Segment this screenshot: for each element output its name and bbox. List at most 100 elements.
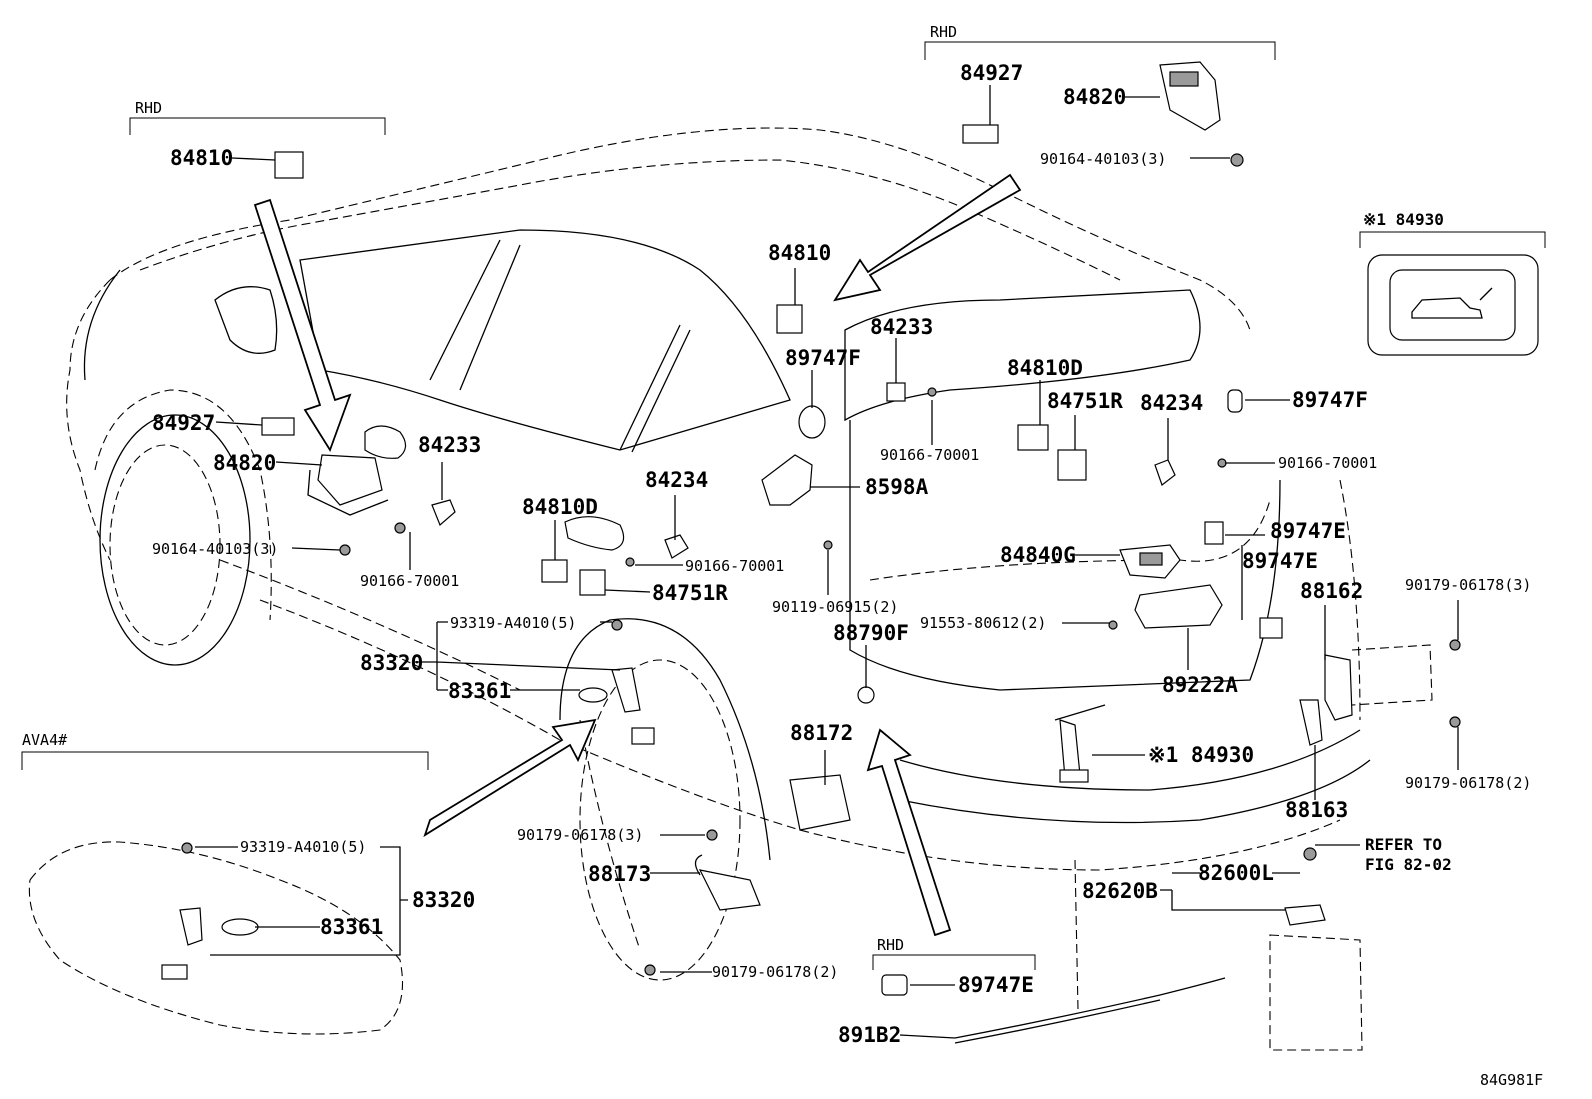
label-89222A: 89222A (1162, 673, 1238, 697)
label-88162: 88162 (1300, 579, 1363, 603)
label-84751R-b: 84751R (652, 581, 728, 605)
label-90179-m2: 90179-06178(2) (712, 963, 838, 981)
label-89747F-a: 89747F (785, 346, 861, 370)
label-82600L: 82600L (1198, 861, 1274, 885)
door-handle-middle (564, 516, 625, 551)
connector-84927-left (261, 417, 295, 436)
label-83320-a: 83320 (360, 651, 423, 675)
label-rhd-top: RHD (930, 23, 957, 41)
grommet-83361-a (578, 687, 608, 703)
grommet-83361-b (221, 918, 259, 936)
label-84840G: 84840G (1000, 543, 1076, 567)
label-90166-a: 90166-70001 (880, 446, 979, 464)
label-891B2: 891B2 (838, 1023, 901, 1047)
switch-84751R-b (579, 569, 606, 596)
connector-84927-top (962, 124, 999, 144)
bracket-82620B (1284, 904, 1326, 926)
cable-891B2 (954, 977, 1226, 1039)
label-90179-m1: 90179-06178(3) (517, 826, 643, 844)
nut-82600L (1303, 847, 1317, 861)
car-body-outline (66, 127, 1371, 981)
label-rhd-left: RHD (135, 99, 162, 117)
clip-89747E-a (1204, 521, 1224, 545)
label-84234-a: 84234 (1140, 391, 1203, 415)
label-90164-top: 90164-40103(3) (1040, 150, 1166, 168)
clip-89747E-c (881, 974, 908, 996)
section-brackets (21, 41, 1546, 970)
label-82620B: 82620B (1082, 879, 1158, 903)
label-refer-fig: FIG 82-02 (1365, 855, 1452, 874)
label-90166-c: 90166-70001 (360, 572, 459, 590)
sensor-88162 (1324, 654, 1353, 721)
label-84810D-b: 84810D (522, 495, 598, 519)
arrow-roof (833, 173, 1022, 302)
part-labels: RHD RHD RHD AVA4# 84927 84820 90164-4010… (22, 23, 1543, 1089)
arrow-left-door (253, 198, 352, 453)
label-83320-b: 83320 (412, 888, 475, 912)
switch-84810D-b (541, 559, 568, 583)
label-90166-b: 90166-70001 (1278, 454, 1377, 472)
switch-84810-left (274, 151, 304, 179)
label-89747E-b: 89747E (1242, 549, 1318, 573)
label-84233-b: 84233 (418, 433, 481, 457)
label-84930-box: ※1 84930 (1363, 210, 1444, 229)
label-84810-left: 84810 (170, 146, 233, 170)
bracket-8598A (761, 454, 813, 506)
label-84810D-a: 84810D (1007, 356, 1083, 380)
label-89747F-b: 89747F (1292, 388, 1368, 412)
label-89747E-a: 89747E (1270, 519, 1346, 543)
label-90119: 90119-06915(2) (772, 598, 898, 616)
label-ava4: AVA4# (22, 731, 67, 749)
label-84927-left: 84927 (152, 411, 215, 435)
label-84820-top: 84820 (1063, 85, 1126, 109)
door-handle-left (364, 425, 407, 459)
switch-84751R-a (1057, 449, 1087, 481)
switch-84820-left (317, 454, 383, 506)
label-83361-a: 83361 (448, 679, 511, 703)
label-88173: 88173 (588, 862, 651, 886)
clip-89747F-a (798, 405, 826, 439)
label-90164-left: 90164-40103(3) (152, 540, 278, 558)
bracket-88173 (698, 869, 761, 911)
switch-84810D-a (1017, 424, 1049, 451)
label-84233-a: 84233 (870, 315, 933, 339)
leader-lines (195, 85, 1459, 1039)
clip-84233-a (886, 382, 906, 402)
part-icons (28, 61, 1539, 1051)
module-89222A (1134, 584, 1223, 629)
clip-84234-a (1154, 459, 1176, 486)
switch-84930-button (1389, 269, 1516, 341)
label-84234-b: 84234 (645, 468, 708, 492)
arrow-bumper (866, 728, 952, 937)
label-93319-b: 93319-A4010(5) (240, 838, 366, 856)
sensor-88163 (1299, 699, 1323, 746)
label-89747E-c: 89747E (958, 973, 1034, 997)
label-88172: 88172 (790, 721, 853, 745)
label-84820-left: 84820 (213, 451, 276, 475)
clip-88790F (857, 686, 875, 704)
label-rhd-bottom: RHD (877, 936, 904, 954)
label-84810-mid: 84810 (768, 241, 831, 265)
label-91553: 91553-80612(2) (920, 614, 1046, 632)
label-84930-b: ※1 84930 (1148, 743, 1254, 767)
sensor-84930-rod (1054, 704, 1106, 721)
ecu-88172 (789, 774, 851, 831)
clip-89747E-b (1259, 617, 1283, 639)
figure-code: 84G981F (1480, 1071, 1543, 1089)
label-88790F: 88790F (833, 621, 909, 645)
label-8598A: 8598A (865, 475, 929, 499)
label-88163: 88163 (1285, 798, 1348, 822)
bracket-83320-b (179, 907, 203, 946)
bolt-90164-top (1230, 153, 1244, 167)
label-83361-b: 83361 (320, 915, 383, 939)
label-93319-a: 93319-A4010(5) (450, 614, 576, 632)
label-84927-top: 84927 (960, 61, 1023, 85)
clip-89747F-b (1227, 389, 1243, 413)
bracket-83320-a (611, 667, 641, 713)
label-90179-r1: 90179-06178(3) (1405, 576, 1531, 594)
label-84751R-a: 84751R (1047, 389, 1123, 413)
ava4-body-outline (28, 841, 403, 1035)
arrow-wheel (423, 718, 597, 838)
switch-84810-mid (776, 304, 803, 334)
